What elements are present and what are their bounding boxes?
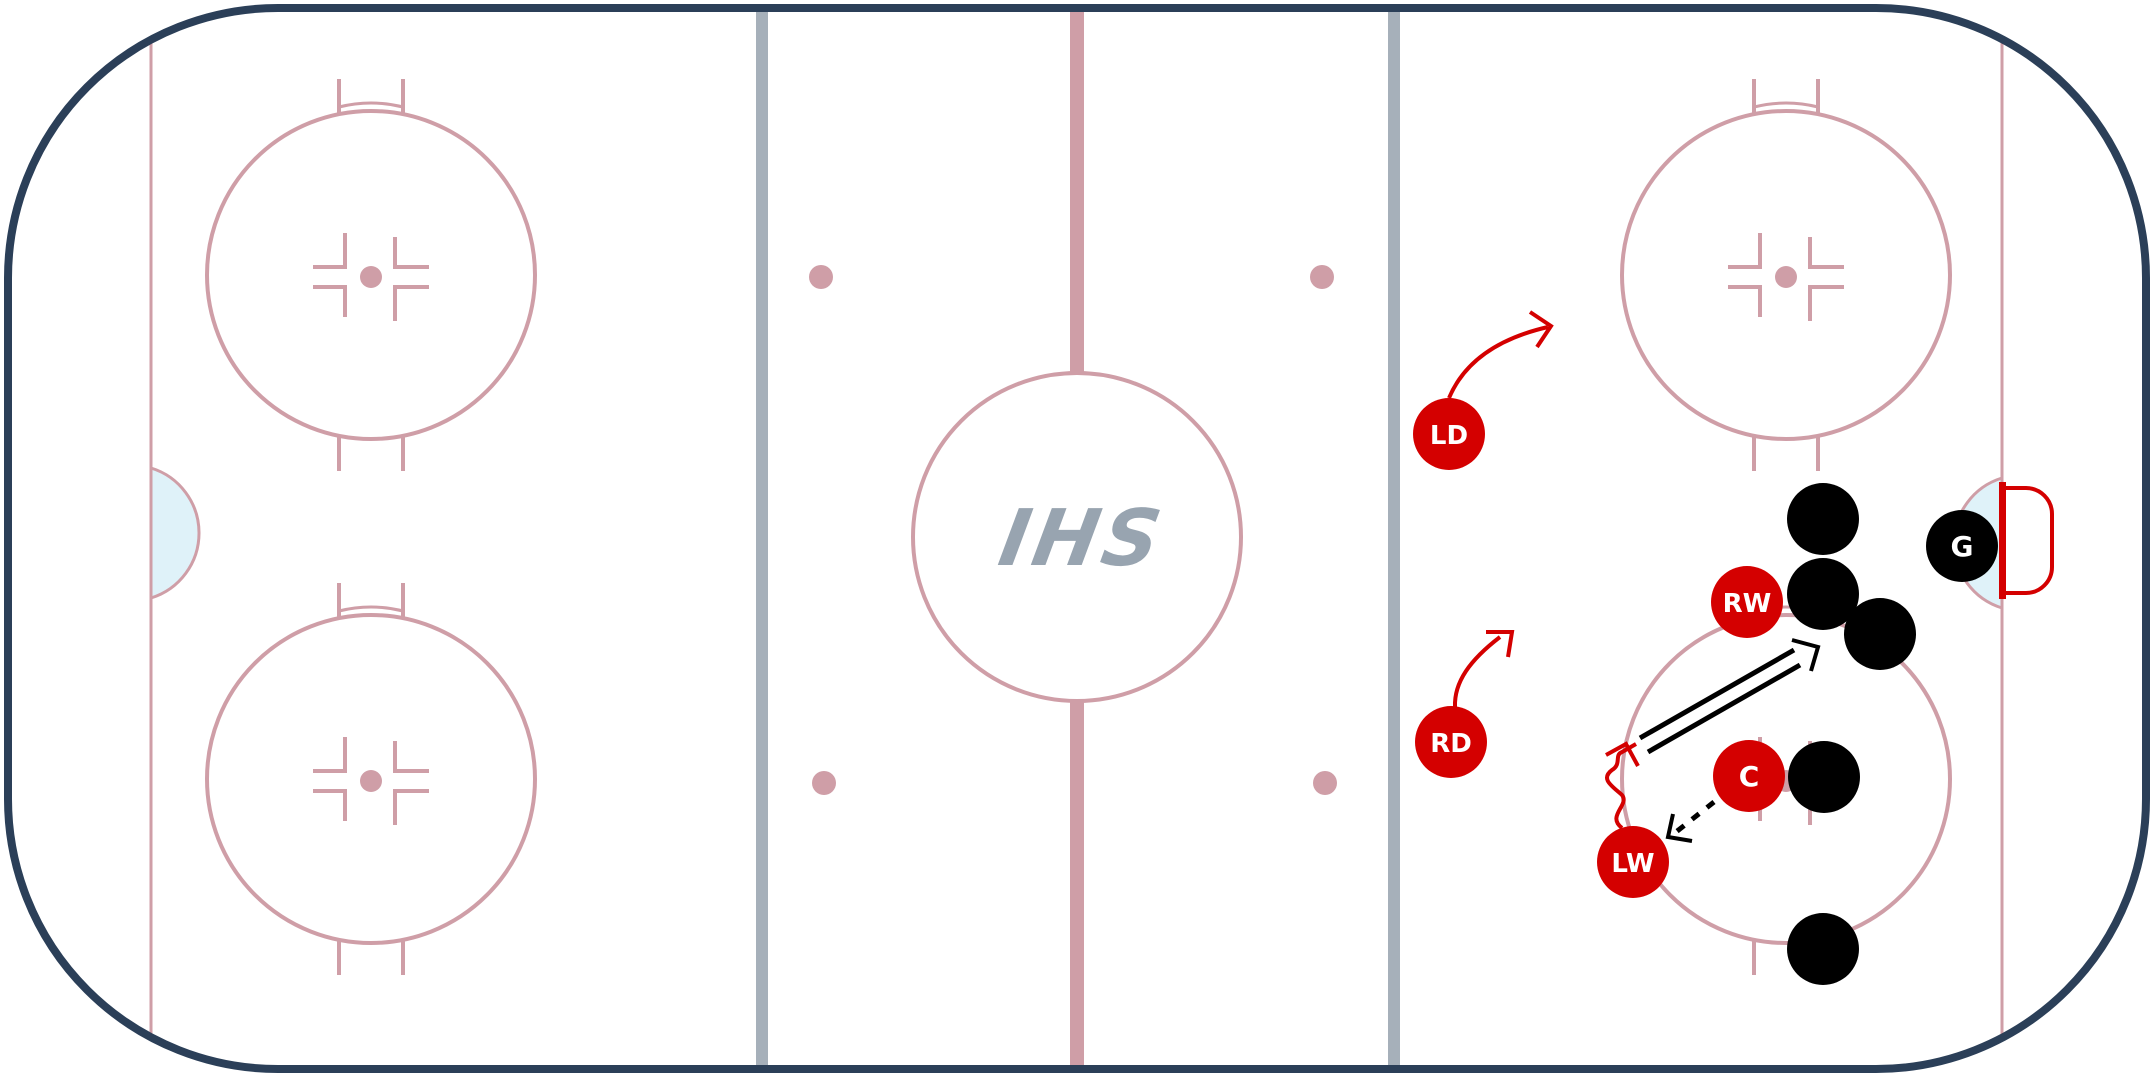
- player-label: G: [1951, 530, 1974, 563]
- player-x5: [1787, 913, 1859, 985]
- dashed-arrowhead: [1665, 813, 1693, 843]
- player-x3: [1844, 598, 1916, 670]
- blue-line-right: [1388, 10, 1400, 1067]
- faceoff-dot: [360, 266, 382, 288]
- player-g: G: [1926, 510, 1998, 582]
- pass-arrow-line-1: [1638, 647, 1796, 741]
- ld-skate-arrow: [1447, 325, 1549, 399]
- center-line-bottom: [1070, 702, 1084, 1067]
- dashed-arrow: [1674, 800, 1716, 834]
- player-label: C: [1739, 760, 1760, 793]
- faceoff-circle-right-top: [1620, 79, 1952, 471]
- player-marker: [1844, 598, 1916, 670]
- logo-text: IHS: [993, 493, 1172, 584]
- rd-skate-arrowhead: [1486, 630, 1515, 658]
- ld-skate-arrowhead: [1528, 310, 1554, 349]
- faceoff-circle-left-bottom: [205, 583, 537, 975]
- neutral-dot: [1310, 265, 1334, 289]
- faceoff-circle-left-top: [205, 79, 537, 471]
- player-marker: [1787, 558, 1859, 630]
- player-ld: LD: [1413, 398, 1485, 470]
- neutral-dot: [1313, 771, 1337, 795]
- blue-line-left: [756, 10, 768, 1067]
- player-rd: RD: [1415, 706, 1487, 778]
- player-marker: [1415, 706, 1487, 778]
- crease-left: [149, 465, 201, 601]
- player-label: LD: [1430, 421, 1468, 451]
- rink-boards: [4, 4, 2150, 1073]
- player-marker: [1926, 510, 1998, 582]
- lw-stickhandle-arrowhead: [1605, 741, 1640, 767]
- rd-skate-arrow: [1452, 635, 1502, 708]
- player-x2: [1787, 558, 1859, 630]
- player-marker: [1711, 566, 1783, 638]
- player-label: RW: [1723, 589, 1772, 619]
- player-marker: [1713, 740, 1785, 812]
- center-faceoff-circle: [911, 371, 1243, 703]
- goal-net-right: [2002, 486, 2054, 595]
- player-label: LW: [1611, 849, 1654, 879]
- player-lw: LW: [1597, 826, 1669, 898]
- player-marker: [1413, 398, 1485, 470]
- neutral-dot: [812, 771, 836, 795]
- player-marker: [1788, 741, 1860, 813]
- faceoff-dot: [360, 770, 382, 792]
- player-label: RD: [1430, 729, 1472, 759]
- ihs-logo: IHS: [993, 493, 1172, 584]
- player-marker: [1787, 913, 1859, 985]
- neutral-dot: [809, 265, 833, 289]
- faceoff-dot: [1775, 266, 1797, 288]
- play-arrows: [1447, 310, 1821, 843]
- players: G LD RD RW C LW: [1413, 398, 1998, 985]
- lw-stickhandle-arrow: [1605, 742, 1637, 830]
- pass-arrow-line-2: [1646, 662, 1802, 755]
- goal-post-right: [1999, 482, 2006, 599]
- center-line-top: [1070, 10, 1084, 372]
- player-marker: [1787, 483, 1859, 555]
- pass-arrowhead: [1791, 638, 1821, 672]
- player-rw: RW: [1711, 566, 1783, 638]
- player-marker: [1597, 826, 1669, 898]
- player-c: C: [1713, 740, 1785, 812]
- player-x4: [1788, 741, 1860, 813]
- player-x1: [1787, 483, 1859, 555]
